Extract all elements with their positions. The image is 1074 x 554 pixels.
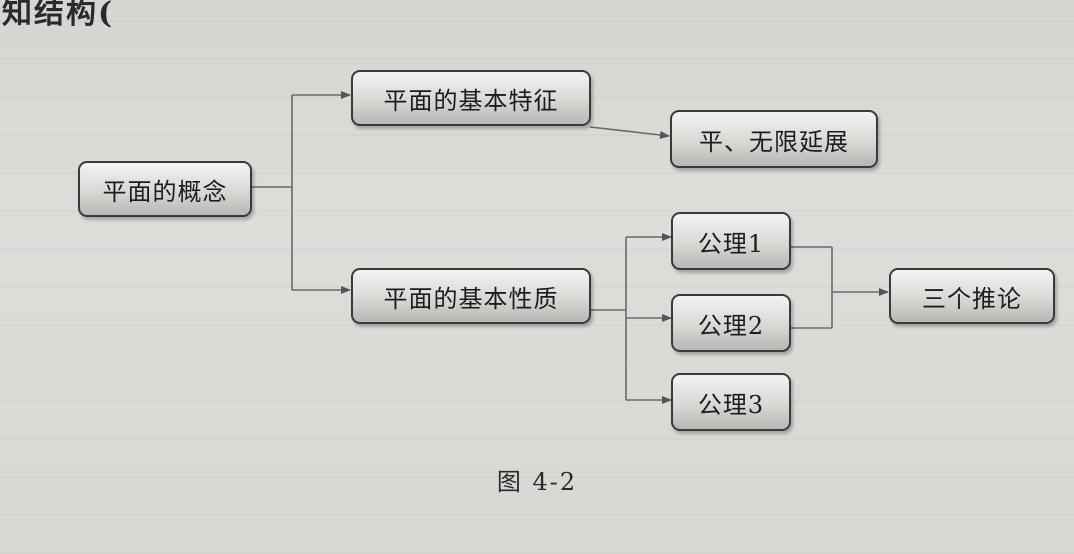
node-three-corollaries: 三个推论 xyxy=(889,268,1055,324)
node-axiom-2: 公理2 xyxy=(671,294,791,352)
node-flat-infinite: 平、无限延展 xyxy=(670,110,878,168)
node-basic-features: 平面的基本特征 xyxy=(351,70,591,126)
node-plane-concept: 平面的概念 xyxy=(78,161,252,217)
node-axiom-3: 公理3 xyxy=(671,373,791,431)
figure-caption: 图 4-2 xyxy=(496,468,578,496)
node-basic-properties: 平面的基本性质 xyxy=(351,268,591,324)
corner-heading-fragment: 知结构( xyxy=(2,0,115,31)
node-axiom-1: 公理1 xyxy=(671,212,791,270)
